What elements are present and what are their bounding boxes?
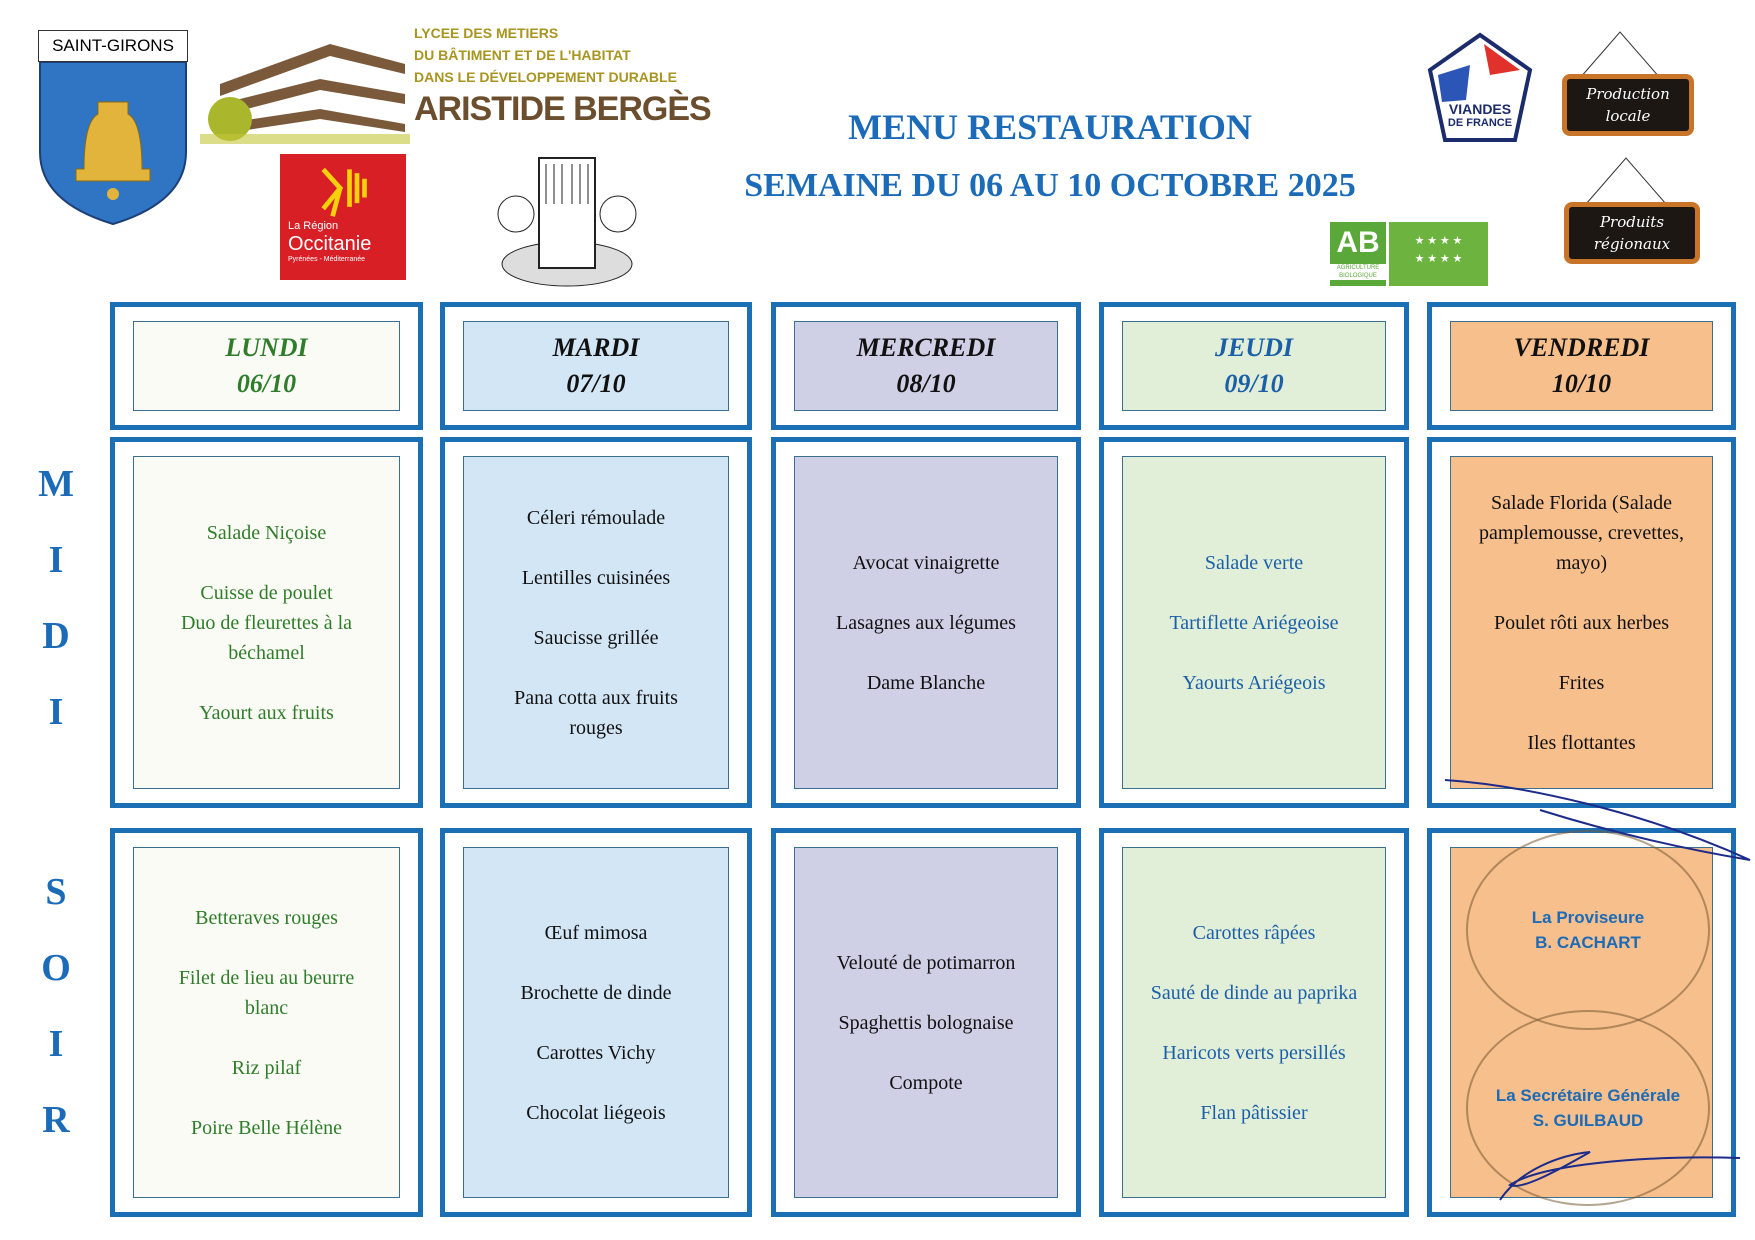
cell-inner: MARDI 07/10 (463, 321, 729, 411)
menu-item: Lentilles cuisinées (521, 566, 671, 589)
menu-item: Carottes râpées (1192, 921, 1316, 944)
day-header-vendredi: VENDREDI 10/10 (1427, 302, 1736, 430)
secretaire-signature-block: La Secrétaire Générale S. GUILBAUD (1495, 1086, 1681, 1130)
day-date: 06/10 (236, 369, 297, 398)
cell-inner: VENDREDI 10/10 (1450, 321, 1713, 411)
menu-item: Chocolat liégeois (526, 1101, 666, 1124)
page-title: MENU RESTAURATION (848, 107, 1252, 147)
menu-item: Poulet rôti aux herbes (1494, 611, 1669, 634)
menu-item: Salade Niçoise (206, 521, 327, 544)
week-subtitle: SEMAINE DU 06 AU 10 OCTOBRE 2025 (744, 167, 1356, 204)
day-date: 08/10 (896, 369, 956, 398)
region-occitanie-logo: La Région Occitanie Pyrénées - Méditerra… (280, 154, 406, 280)
menu-item: Compote (889, 1071, 963, 1094)
menu-item: Œuf mimosa (544, 921, 648, 944)
menu-item: Salade verte (1204, 551, 1304, 574)
lycee-building-logo (200, 34, 410, 149)
day-header-mercredi: MERCREDI 08/10 (771, 302, 1081, 430)
day-date: 09/10 (1224, 369, 1284, 398)
menu-item: Haricots verts persillés (1162, 1041, 1346, 1064)
day-date: 10/10 (1551, 369, 1612, 398)
produits-regionaux-sign: Produits régionaux (1564, 202, 1700, 264)
menu-item: Sauté de dinde au paprika (1150, 981, 1358, 1004)
day-name: MERCREDI (856, 333, 996, 362)
hanging-string-icon (1585, 157, 1667, 205)
day-name: MARDI (552, 333, 640, 362)
agriculture-biologique-logo: AB AGRICULTURE BIOLOGIQUE ★ ★ ★ ★★ ★ ★ ★ (1330, 222, 1488, 286)
viandes-de-france-logo: VIANDES DE FRANCE (1420, 30, 1540, 148)
menu-item: Pana cotta aux fruits rouges (514, 686, 678, 739)
menu-item: Brochette de dinde (520, 981, 672, 1004)
school-restaurant-illustration (494, 154, 640, 288)
cell-inner: MERCREDI 08/10 (794, 321, 1058, 411)
cell-inner: Salade Florida (Salade pamplemousse, cre… (1450, 456, 1713, 789)
menu-item: Céleri rémoulade (526, 506, 666, 529)
day-date: 07/10 (566, 369, 626, 398)
secretaire-stamp (1466, 1010, 1710, 1206)
day-name: VENDREDI (1513, 333, 1650, 362)
handwritten-signature (1444, 779, 1751, 1201)
menu-item: Saucisse grillée (533, 626, 659, 649)
lycee-name-block: LYCEE DES METIERS DU BÂTIMENT ET DE L'HA… (414, 22, 744, 130)
menu-item: Yaourts Ariégeois (1182, 671, 1326, 694)
menu-item: Cuisse de poulet Duo de fleurettes à la … (180, 581, 353, 664)
menu-item: Poire Belle Hélène (190, 1116, 343, 1139)
menu-item: Filet de lieu au beurre blanc (178, 966, 355, 1019)
production-locale-sign: Production locale (1562, 74, 1694, 136)
cell-inner: LUNDI 06/10 (133, 321, 400, 411)
lycee-name: ARISTIDE BERGÈS (414, 90, 712, 128)
eu-organic-leaf-icon: ★ ★ ★ ★★ ★ ★ ★ (1389, 222, 1488, 286)
menu-item: Avocat vinaigrette (852, 551, 1000, 574)
saint-girons-label: SAINT-GIRONS (38, 30, 188, 62)
day-name: LUNDI (225, 333, 308, 362)
menu-item: Riz pilaf (231, 1056, 302, 1079)
menu-item: Yaourt aux fruits (199, 701, 334, 724)
menu-item: Iles flottantes (1527, 731, 1636, 754)
menu-item: Tartiflette Ariégeoise (1169, 611, 1339, 634)
menu-item: Velouté de potimarron (836, 951, 1016, 974)
saint-girons-coat-of-arms: SAINT-GIRONS (38, 30, 188, 226)
menu-item: Lasagnes aux légumes (836, 611, 1016, 634)
menu-item: Salade Florida (Salade pamplemousse, cre… (1479, 491, 1684, 574)
day-header-jeudi: JEUDI 09/10 (1099, 302, 1409, 430)
menu-item: Flan pâtissier (1200, 1101, 1308, 1124)
proviseure-signature-block: La Proviseure B. CACHART (1531, 908, 1645, 952)
hanging-string-icon (1579, 31, 1661, 79)
menu-item: Dame Blanche (866, 671, 986, 694)
occitan-cross-icon (321, 167, 367, 217)
menu-item: Spaghettis bolognaise (838, 1011, 1014, 1034)
menu-item: Betteraves rouges (195, 906, 338, 929)
day-name: JEUDI (1214, 333, 1293, 362)
day-header-lundi: LUNDI 06/10 (110, 302, 423, 430)
day-header-mardi: MARDI 07/10 (440, 302, 752, 430)
cell-inner: JEUDI 09/10 (1122, 321, 1386, 411)
menu-item: Carottes Vichy (536, 1041, 656, 1064)
midi-menu-vendredi: Salade Florida (Salade pamplemousse, cre… (1427, 437, 1736, 808)
menu-item: Frites (1558, 671, 1605, 694)
bell-shield-icon (39, 61, 187, 226)
